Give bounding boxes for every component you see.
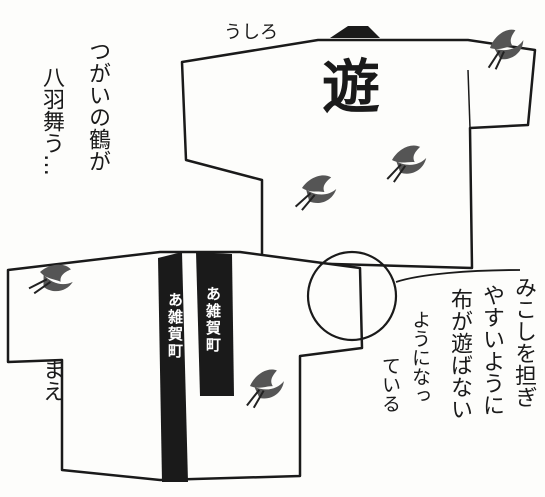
pointer-line	[395, 269, 521, 283]
back-collar	[330, 26, 380, 38]
back-crest: 遊	[322, 53, 381, 121]
label-back: うしろ	[224, 22, 278, 43]
highlight-circle	[306, 250, 398, 342]
collar-text-left: あ雑賀町	[166, 292, 184, 360]
caption-right-col3: 布が遊ばない	[447, 288, 472, 420]
collar-text-right: あ雑賀町	[204, 286, 222, 354]
caption-left-col2: 八羽舞う…	[39, 66, 64, 176]
back-garment	[180, 26, 537, 270]
caption-right-col5: ている	[379, 356, 401, 413]
label-front: まえ	[39, 358, 64, 402]
caption-left-col1: つがいの鶴が	[85, 40, 110, 172]
caption-right-col4: ようになっ	[409, 310, 431, 405]
caption-right-col2: やすいように	[479, 284, 504, 416]
front-garment	[6, 250, 364, 482]
caption-right-col1: みこしを担ぎ	[511, 276, 536, 408]
front-collar-right	[196, 252, 234, 396]
front-collar-left	[158, 252, 188, 482]
